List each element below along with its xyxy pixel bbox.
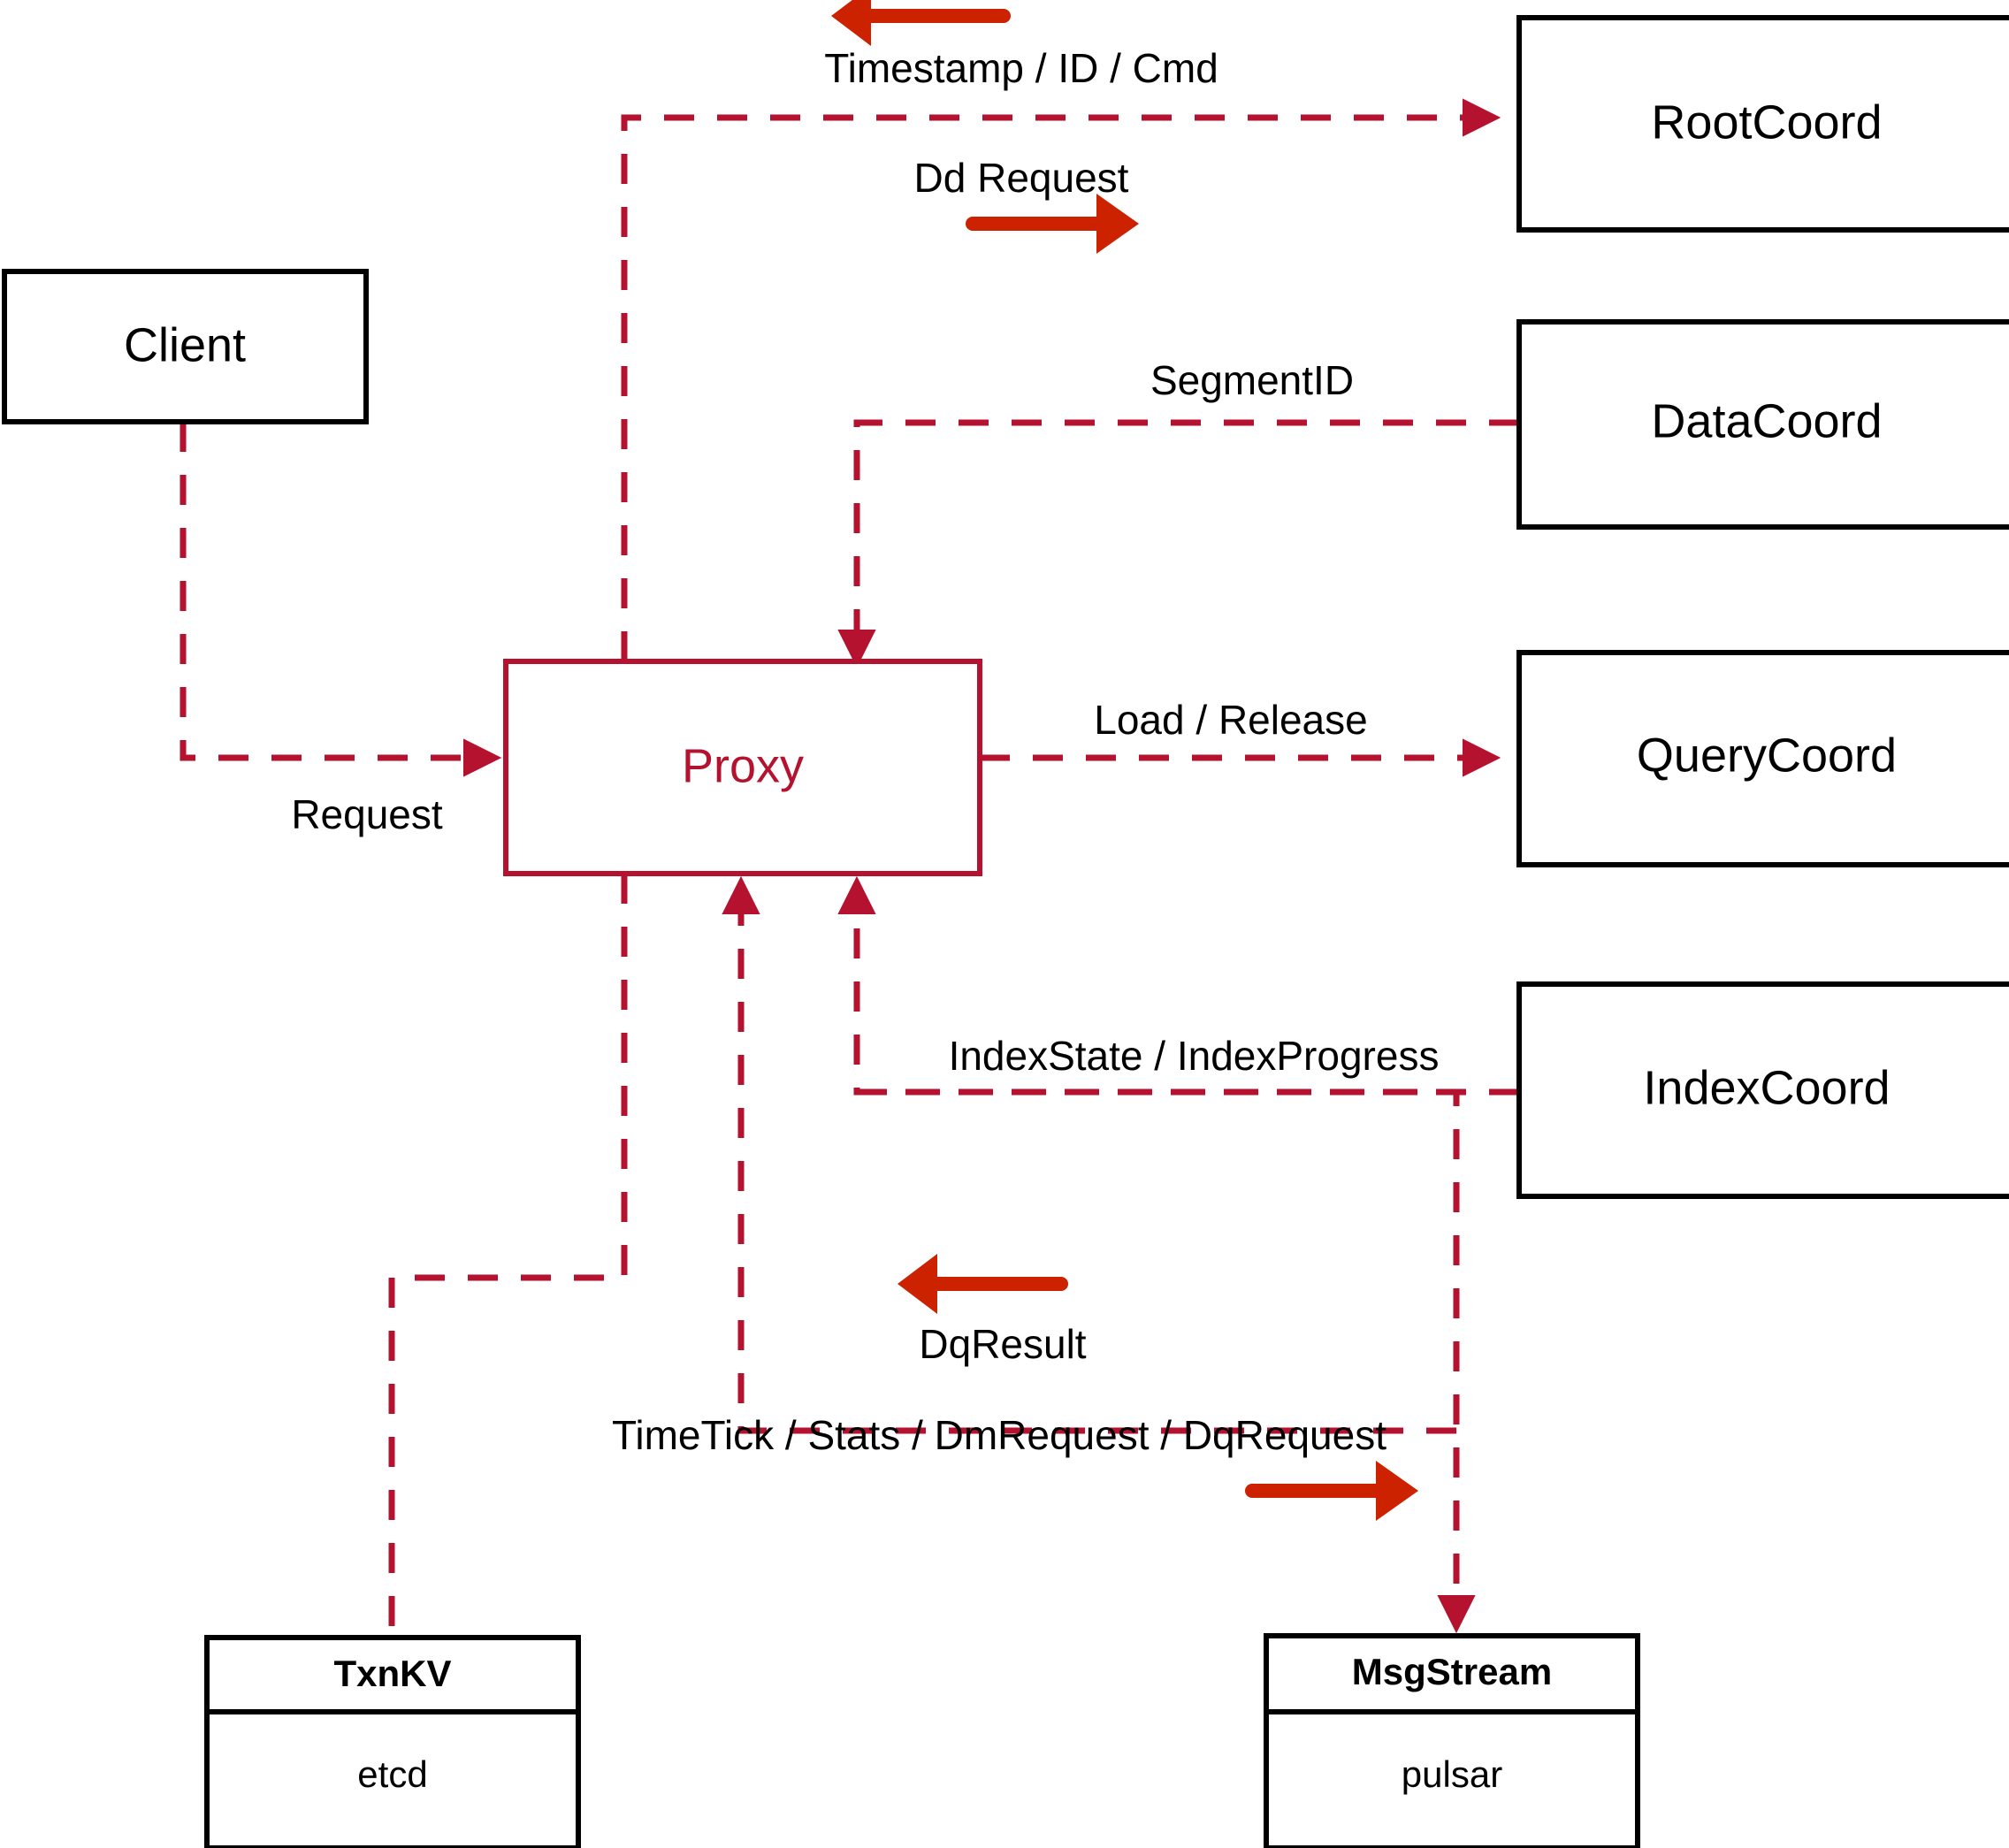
node-txnkv-impl: etcd xyxy=(357,1753,427,1795)
edge-proxy-rootcoord xyxy=(621,98,1501,661)
edge-label-timetick-stats: TimeTick / Stats / DmRequest / DqRequest xyxy=(612,1412,1386,1458)
edge-client-proxy xyxy=(180,422,502,777)
direction-arrow-left-dqresult-icon xyxy=(898,1254,1068,1314)
node-indexcoord-label: IndexCoord xyxy=(1643,1061,1890,1114)
direction-arrow-right-timetick-icon xyxy=(1245,1461,1418,1521)
edge-label-dq-result: DqResult xyxy=(919,1321,1086,1367)
edge-proxy-msgstream xyxy=(857,1088,1476,1634)
edge-datacoord-proxy xyxy=(837,419,1519,668)
edge-label-request: Request xyxy=(291,791,443,837)
node-msgstream[interactable]: MsgStream pulsar xyxy=(1264,1633,1640,1848)
direction-arrow-left-timestamp-icon xyxy=(831,0,1011,46)
edge-label-segment-id: SegmentID xyxy=(1150,357,1354,403)
node-datacoord-label: DataCoord xyxy=(1651,394,1882,447)
node-querycoord[interactable]: QueryCoord xyxy=(1516,650,2009,867)
edge-label-load-release: Load / Release xyxy=(1094,697,1367,743)
node-rootcoord-label: RootCoord xyxy=(1651,95,1882,149)
node-msgstream-impl: pulsar xyxy=(1402,1753,1502,1795)
edge-label-timestamp-id-cmd: Timestamp / ID / Cmd xyxy=(824,45,1218,91)
node-txnkv[interactable]: TxnKV etcd xyxy=(204,1635,581,1848)
node-datacoord[interactable]: DataCoord xyxy=(1516,319,2009,530)
node-client[interactable]: Client xyxy=(2,269,369,424)
edge-label-index-state-progress: IndexState / IndexProgress xyxy=(949,1033,1440,1079)
node-indexcoord[interactable]: IndexCoord xyxy=(1516,981,2009,1199)
edge-proxy-txnkv xyxy=(388,874,628,1638)
edge-msgstream-proxy-dqresult xyxy=(722,875,1456,1434)
node-rootcoord[interactable]: RootCoord xyxy=(1516,15,2009,233)
node-proxy[interactable]: Proxy xyxy=(503,659,982,876)
node-querycoord-label: QueryCoord xyxy=(1637,729,1897,782)
node-proxy-label: Proxy xyxy=(682,739,804,792)
node-client-label: Client xyxy=(124,318,246,371)
node-txnkv-title: TxnKV xyxy=(333,1653,451,1694)
node-msgstream-title: MsgStream xyxy=(1352,1651,1552,1692)
direction-arrow-right-ddrequest-icon xyxy=(966,194,1139,254)
edge-label-dd-request: Dd Request xyxy=(914,155,1129,201)
